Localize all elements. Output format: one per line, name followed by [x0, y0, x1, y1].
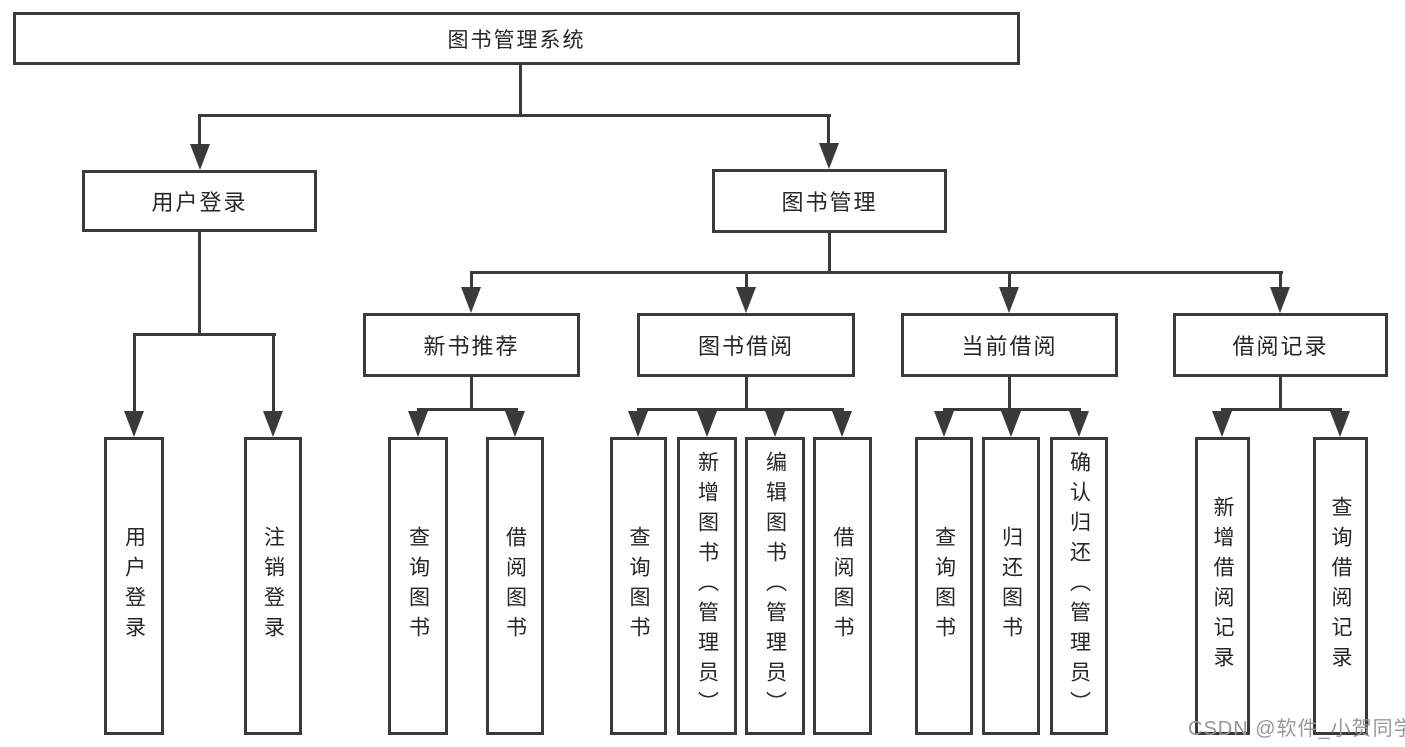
- leaf-confirm-return-admin: 确认归还（管理员）: [1050, 437, 1108, 735]
- connector-line: [828, 233, 831, 274]
- arrow-down-icon: [1330, 411, 1350, 437]
- arrow-down-icon: [505, 411, 525, 437]
- arrow-down-icon: [1069, 411, 1089, 437]
- connector-line: [637, 408, 844, 411]
- connector-line: [1221, 408, 1342, 411]
- arrow-down-icon: [190, 144, 210, 170]
- connector-line: [745, 377, 748, 411]
- leaf-user-login: 用户登录: [104, 437, 164, 735]
- arrow-down-icon: [124, 411, 144, 437]
- leaf-return-book: 归还图书: [982, 437, 1040, 735]
- connector-line: [1008, 271, 1011, 289]
- arrow-down-icon: [1212, 411, 1232, 437]
- leaf-add-borrow-record: 新增借阅记录: [1195, 437, 1250, 735]
- node-borrowing-records: 借阅记录: [1173, 313, 1388, 377]
- leaf-query-book-recommend: 查询图书: [388, 437, 448, 735]
- connector-line: [745, 271, 748, 289]
- node-user-login-group: 用户登录: [82, 170, 317, 232]
- connector-line: [827, 114, 830, 148]
- arrow-down-icon: [765, 411, 785, 437]
- arrow-down-icon: [999, 287, 1019, 313]
- node-current-borrowing: 当前借阅: [901, 313, 1118, 377]
- arrow-down-icon: [697, 411, 717, 437]
- connector-line: [133, 333, 136, 413]
- connector-line: [1008, 377, 1011, 411]
- arrow-down-icon: [736, 287, 756, 313]
- node-new-book-recommend: 新书推荐: [363, 313, 580, 377]
- connector-line: [943, 408, 1081, 411]
- arrow-down-icon: [408, 411, 428, 437]
- leaf-add-book-admin: 新增图书（管理员）: [677, 437, 737, 735]
- leaf-query-book-borrowing: 查询图书: [610, 437, 667, 735]
- leaf-logout: 注销登录: [244, 437, 302, 735]
- connector-line: [1279, 271, 1282, 289]
- node-book-borrowing: 图书借阅: [637, 313, 855, 377]
- connector-line: [199, 114, 831, 117]
- leaf-query-borrow-record: 查询借阅记录: [1313, 437, 1368, 735]
- leaf-edit-book-admin: 编辑图书（管理员）: [745, 437, 805, 735]
- connector-line: [470, 271, 1283, 274]
- arrow-down-icon: [1270, 287, 1290, 313]
- connector-line: [272, 333, 275, 413]
- arrow-down-icon: [934, 411, 954, 437]
- connector-line: [470, 271, 473, 289]
- connector-line: [417, 408, 518, 411]
- arrow-down-icon: [832, 411, 852, 437]
- arrow-down-icon: [628, 411, 648, 437]
- connector-line: [519, 63, 522, 117]
- leaf-query-book-current: 查询图书: [915, 437, 973, 735]
- connector-line: [470, 377, 473, 411]
- connector-line: [198, 114, 201, 148]
- connector-line: [133, 333, 276, 336]
- watermark: CSDN @软件_小贺同学: [1188, 718, 1405, 740]
- leaf-borrow-book-recommend: 借阅图书: [486, 437, 544, 735]
- leaf-borrow-book: 借阅图书: [813, 437, 872, 735]
- connector-line: [198, 232, 201, 336]
- arrow-down-icon: [263, 411, 283, 437]
- node-library-system: 图书管理系统: [13, 12, 1020, 65]
- arrow-down-icon: [819, 143, 839, 169]
- arrow-down-icon: [1001, 411, 1021, 437]
- node-book-management: 图书管理: [712, 169, 947, 233]
- arrow-down-icon: [461, 287, 481, 313]
- connector-line: [1279, 377, 1282, 411]
